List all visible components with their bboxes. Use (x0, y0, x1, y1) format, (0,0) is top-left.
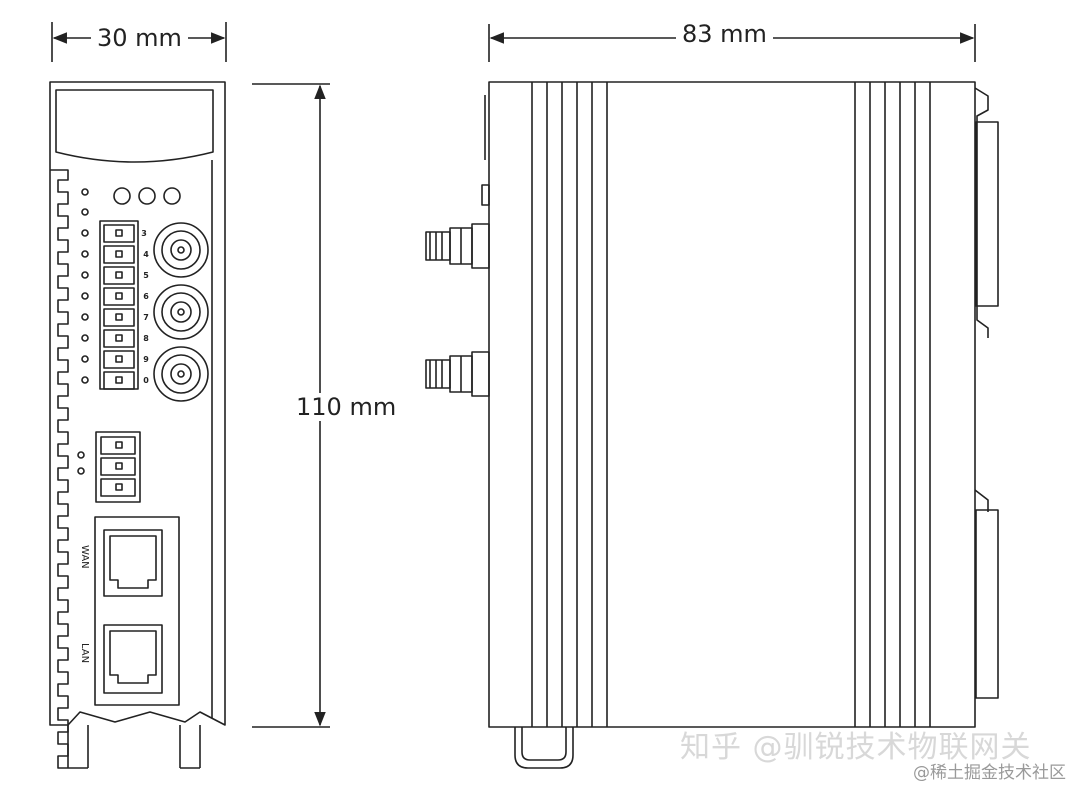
sma-connector-side-top (425, 223, 490, 269)
terminal-block-8pin (99, 220, 139, 390)
lan-ethernet-port (103, 624, 163, 694)
pin-number: 9 (143, 355, 149, 364)
pin-number: 6 (143, 292, 149, 301)
side-view (425, 81, 999, 769)
watermark-primary: 知乎 @驯锐技术物联网关 (680, 730, 1032, 765)
width-dimension-label: 30 mm (91, 24, 188, 52)
sma-antenna-connectors-front (153, 222, 209, 402)
top-label-panel (55, 89, 214, 163)
side-housing-outline (488, 81, 976, 728)
bottom-hook (514, 727, 574, 769)
pin-number: 3 (141, 229, 147, 238)
wan-ethernet-port (103, 529, 163, 597)
front-view (49, 81, 226, 769)
pin-number: 0 (143, 376, 149, 385)
terminal-pin-numbers: 3 4 5 6 7 8 9 0 (141, 229, 149, 385)
pin-number: 5 (143, 271, 149, 280)
pin-number: 7 (143, 313, 149, 322)
wan-label: WAN (79, 545, 90, 569)
status-led-column (77, 188, 89, 475)
depth-dimension-label: 83 mm (676, 20, 773, 48)
side-cooling-fins (50, 169, 69, 769)
pin-number: 4 (143, 250, 149, 259)
watermark-secondary: @稀土掘金技术社区 (913, 763, 1066, 783)
terminal-block-3pin (95, 431, 141, 503)
front-housing-outline (49, 81, 226, 726)
height-dimension-label: 110 mm (290, 393, 403, 421)
pin-number: 8 (143, 334, 149, 343)
lan-label: LAN (79, 643, 90, 663)
sma-connector-side-bottom (425, 351, 490, 397)
din-rail-clip (974, 87, 989, 338)
ethernet-port-block (94, 516, 180, 706)
